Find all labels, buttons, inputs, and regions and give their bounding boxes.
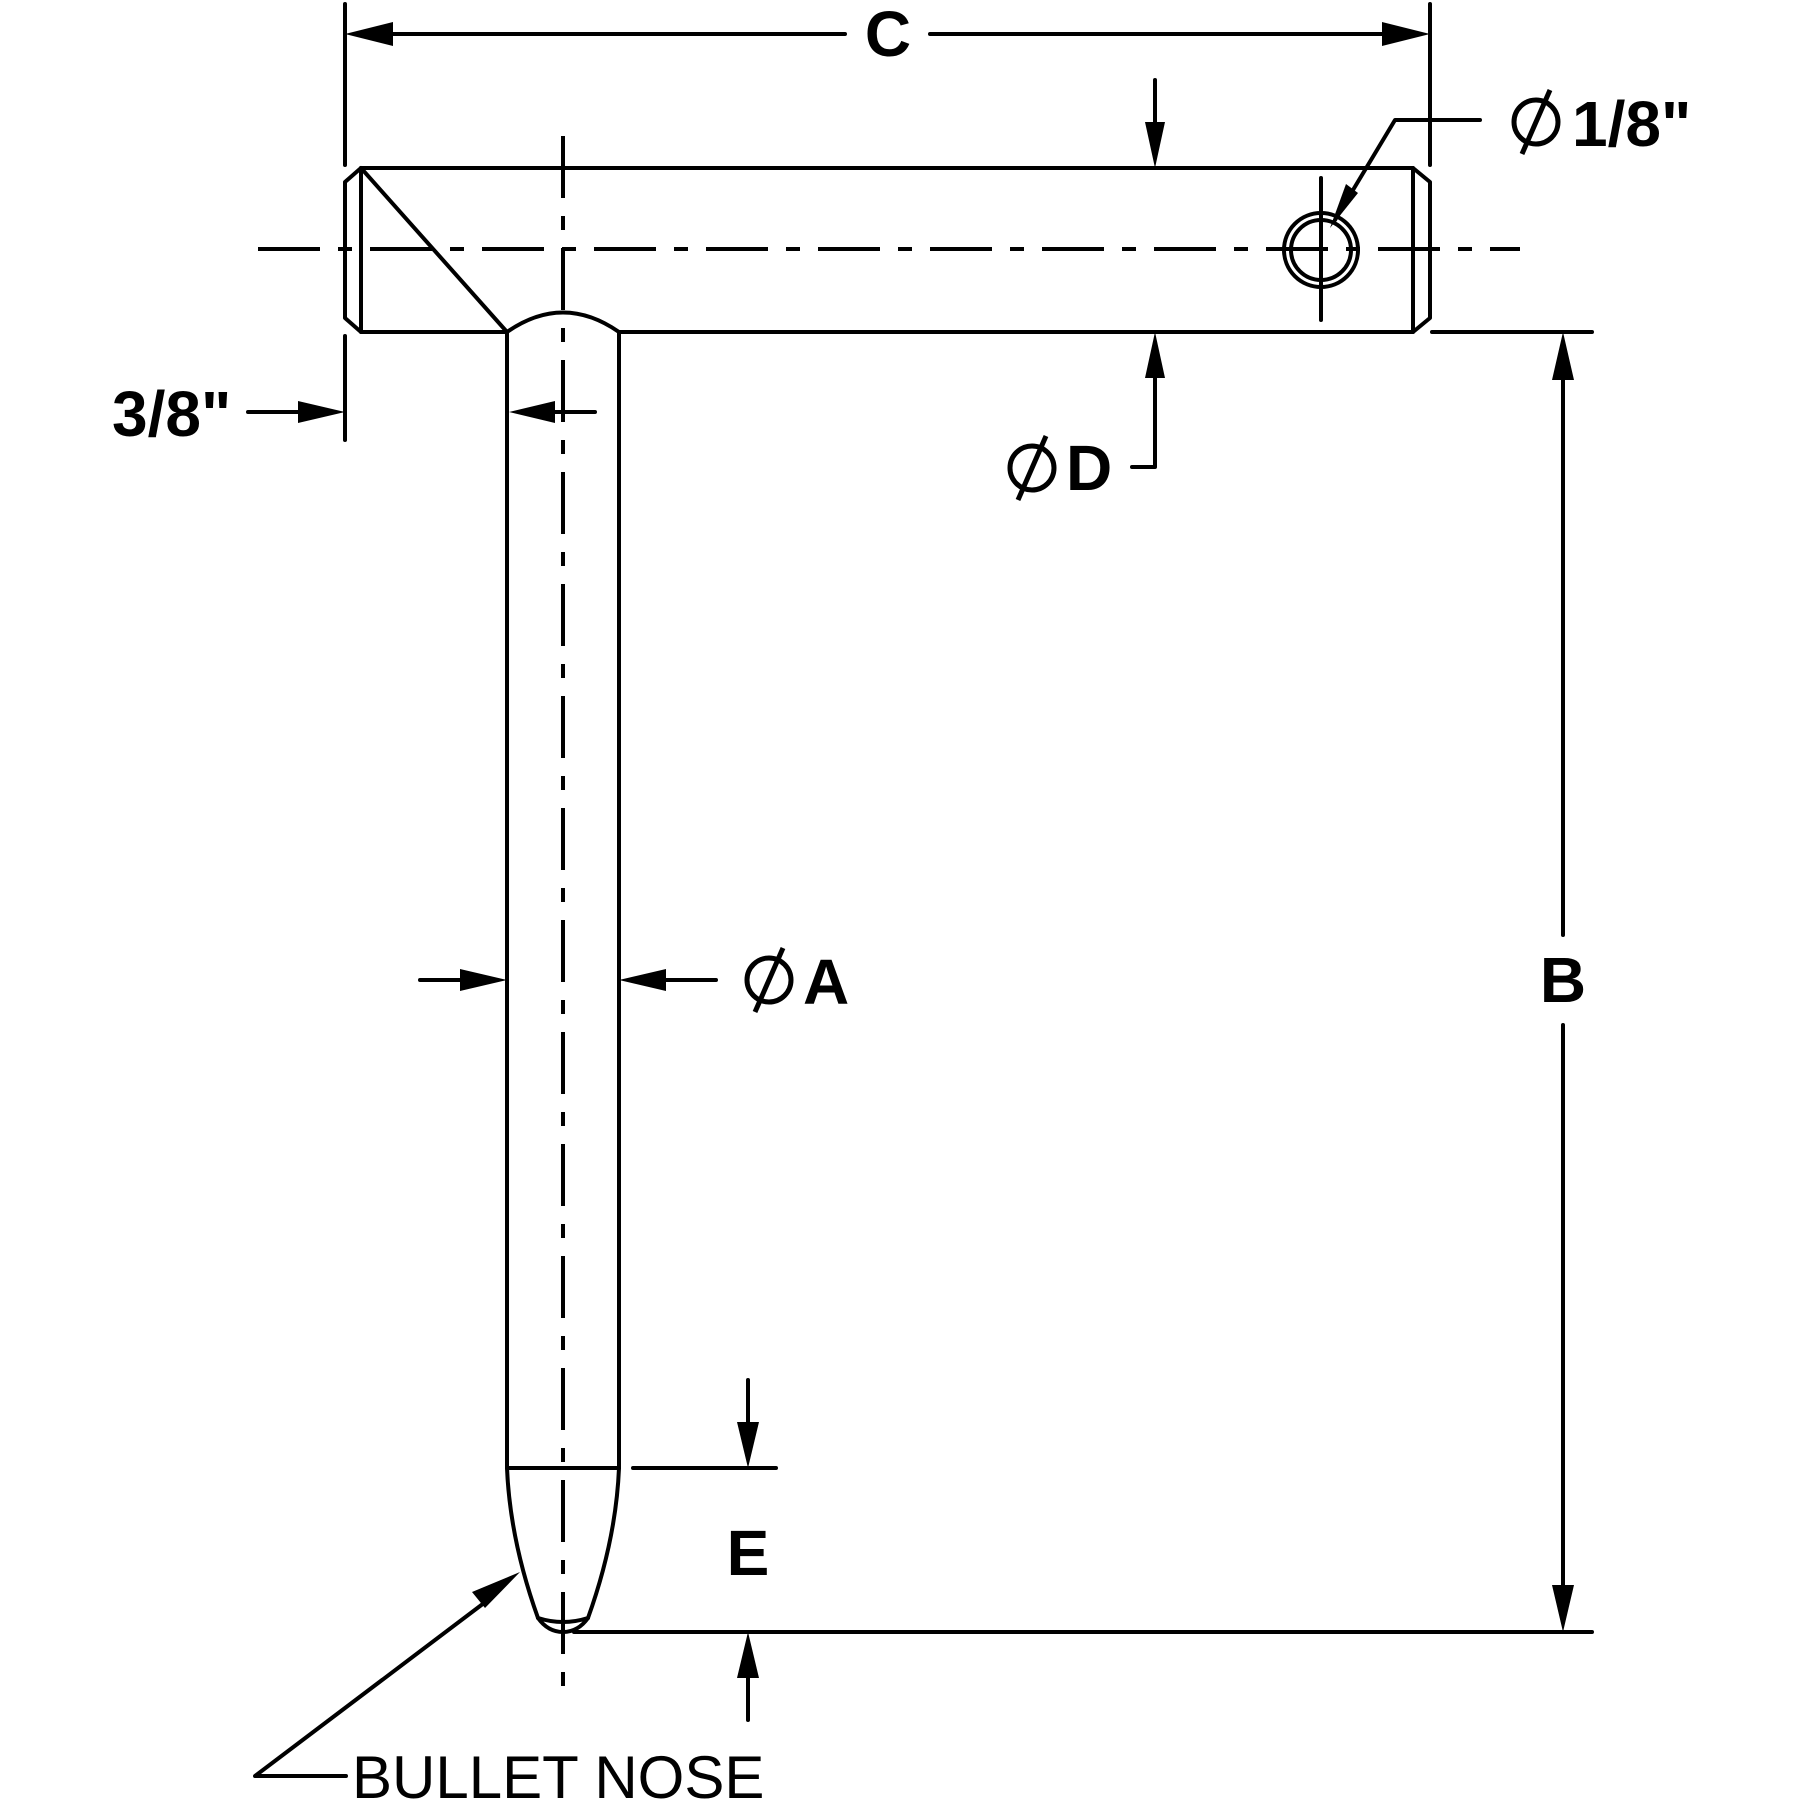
diameter-symbol-icon [1511, 88, 1561, 156]
label-b: B [1540, 944, 1586, 1016]
dimension-b [572, 330, 1594, 1634]
centerlines [258, 136, 1520, 1690]
label-bullet-nose: BULLET NOSE [352, 1744, 764, 1803]
diameter-symbol-icon [1007, 434, 1057, 502]
dimension-hole-leader [1330, 118, 1482, 228]
dimension-c [343, 2, 1432, 167]
label-chamfer: 3/8" [112, 378, 231, 450]
pin-shank [505, 310, 621, 1634]
dimension-d [1130, 78, 1165, 469]
label-d: D [1066, 432, 1112, 504]
bullet-nose-leader [253, 1572, 520, 1778]
dimension-e [631, 1378, 778, 1722]
dimension-a [418, 969, 718, 991]
label-hole-diameter: 1/8" [1572, 88, 1691, 160]
diameter-symbol-icon [744, 946, 794, 1014]
label-c: C [865, 0, 911, 70]
label-e: E [727, 1517, 770, 1589]
dimension-chamfer [246, 334, 597, 442]
label-a: A [803, 946, 849, 1018]
